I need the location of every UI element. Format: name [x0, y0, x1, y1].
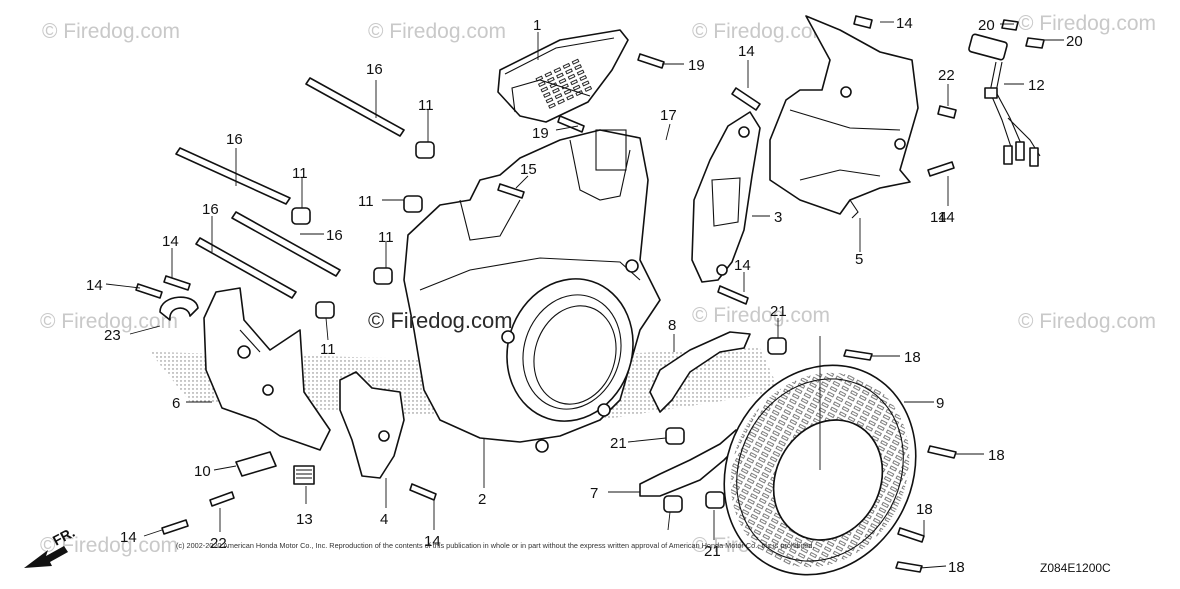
- callout: 21: [610, 435, 627, 452]
- callout: 14: [120, 529, 137, 546]
- callout: 18: [988, 447, 1005, 464]
- callout: 11: [418, 97, 434, 114]
- callout: 18: [916, 501, 933, 518]
- part-2-fan-housing: [403, 129, 661, 453]
- watermark: © Firedog.com: [1018, 12, 1156, 35]
- callout: 18: [948, 559, 965, 576]
- callout: 2: [478, 491, 486, 508]
- screws: [135, 15, 1045, 573]
- callout: 16: [202, 201, 219, 218]
- callout: 11: [320, 341, 336, 358]
- callout: 11: [292, 165, 308, 182]
- callout: 9: [936, 395, 944, 412]
- callout-labels: 1 19 19 17 15 14 14 20 20 12 22 14 16 11…: [86, 15, 1083, 576]
- part-12-wire-harness: [968, 33, 1041, 167]
- callout: 7: [590, 485, 598, 502]
- stud-bolts: [175, 77, 405, 299]
- callout: 17: [660, 107, 677, 124]
- callout: 23: [104, 327, 121, 344]
- callout: 16: [226, 131, 243, 148]
- callout: 22: [210, 535, 227, 552]
- callout: 15: [520, 161, 537, 178]
- diagram-code: Z084E1200C: [1040, 561, 1111, 575]
- watermark: © Firedog.com: [40, 310, 178, 333]
- part-5-shroud-plate: [769, 15, 919, 219]
- part-13-nut: [293, 465, 315, 485]
- part-4-small-bracket: [339, 371, 405, 479]
- callout: 14: [938, 209, 955, 226]
- callout: 11: [358, 193, 374, 210]
- callout: 14: [930, 209, 947, 226]
- watermark: © Firedog.com: [692, 20, 830, 43]
- callout: 18: [904, 349, 921, 366]
- callout: 16: [366, 61, 383, 78]
- center-watermark: © Firedog.com: [368, 308, 513, 333]
- callout: 14: [424, 533, 441, 550]
- callout: 16: [326, 227, 343, 244]
- callout: 14: [734, 257, 751, 274]
- part-8-bracket: [649, 331, 751, 413]
- part-1-shroud-cover: [497, 29, 629, 123]
- flange-nuts: [291, 141, 787, 513]
- leader-lines: [105, 21, 1064, 569]
- callout: 12: [1028, 77, 1045, 94]
- callout: 20: [978, 17, 995, 34]
- callout: 4: [380, 511, 388, 528]
- callout: 13: [296, 511, 313, 528]
- copyright-notice: (c) 2002-2020 American Honda Motor Co., …: [176, 541, 814, 550]
- callout: 19: [532, 125, 549, 142]
- callout: 21: [770, 303, 787, 320]
- callout: 22: [938, 67, 955, 84]
- callout: 20: [1066, 33, 1083, 50]
- callout: 14: [738, 43, 755, 60]
- callout: 14: [896, 15, 913, 32]
- part-10-washer: [235, 451, 277, 477]
- callout: 14: [86, 277, 103, 294]
- watermark: © Firedog.com: [1018, 310, 1156, 333]
- watermark: © Firedog.com: [692, 304, 830, 327]
- callout: 19: [688, 57, 705, 74]
- watermark: © Firedog.com: [42, 20, 180, 43]
- part-23-clip: [159, 296, 199, 321]
- callout: 8: [668, 317, 676, 334]
- callout: 3: [774, 209, 782, 226]
- part-6-lower-shroud: [203, 287, 331, 451]
- callout: 5: [855, 251, 863, 268]
- callout: 6: [172, 395, 180, 412]
- callout: 1: [533, 17, 541, 34]
- callout: 21: [704, 543, 721, 560]
- callout: 11: [378, 229, 394, 246]
- watermark: © Firedog.com: [368, 20, 506, 43]
- callout: 14: [162, 233, 179, 250]
- part-3-side-bracket: [691, 111, 761, 283]
- watermark: © Firedog.com: [40, 534, 178, 557]
- callout: 10: [194, 463, 211, 480]
